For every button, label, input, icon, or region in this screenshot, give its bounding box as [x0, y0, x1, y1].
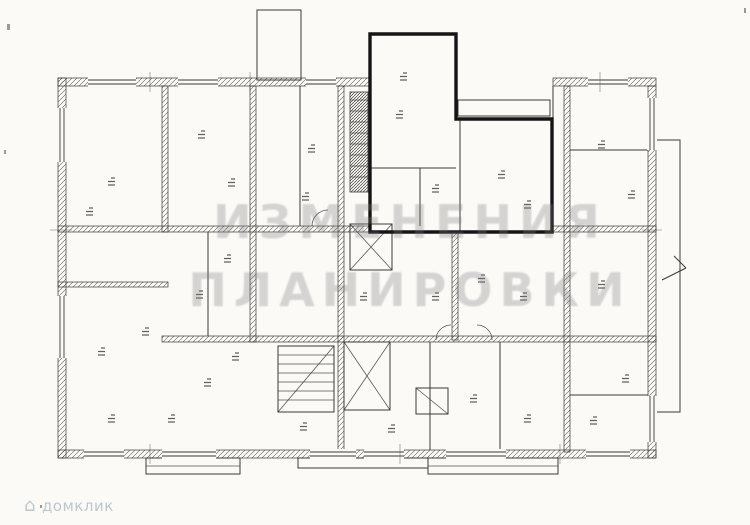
- staircase: [277, 345, 335, 413]
- scan-artifacts: [4, 8, 746, 508]
- house-icon: ⌂: [24, 495, 36, 516]
- highlighted-unit-outline: [368, 32, 554, 234]
- elevator-shafts: [343, 223, 449, 415]
- windows: [57, 77, 657, 459]
- balconies: [145, 457, 559, 475]
- ventilation-shaft: [349, 91, 369, 193]
- partition-walls: [207, 9, 687, 450]
- structural-walls: [57, 77, 657, 459]
- domclik-logo: ⌂ домклик: [24, 495, 114, 516]
- dimension-ticks: [50, 72, 662, 464]
- domclik-logo-text: домклик: [41, 497, 114, 515]
